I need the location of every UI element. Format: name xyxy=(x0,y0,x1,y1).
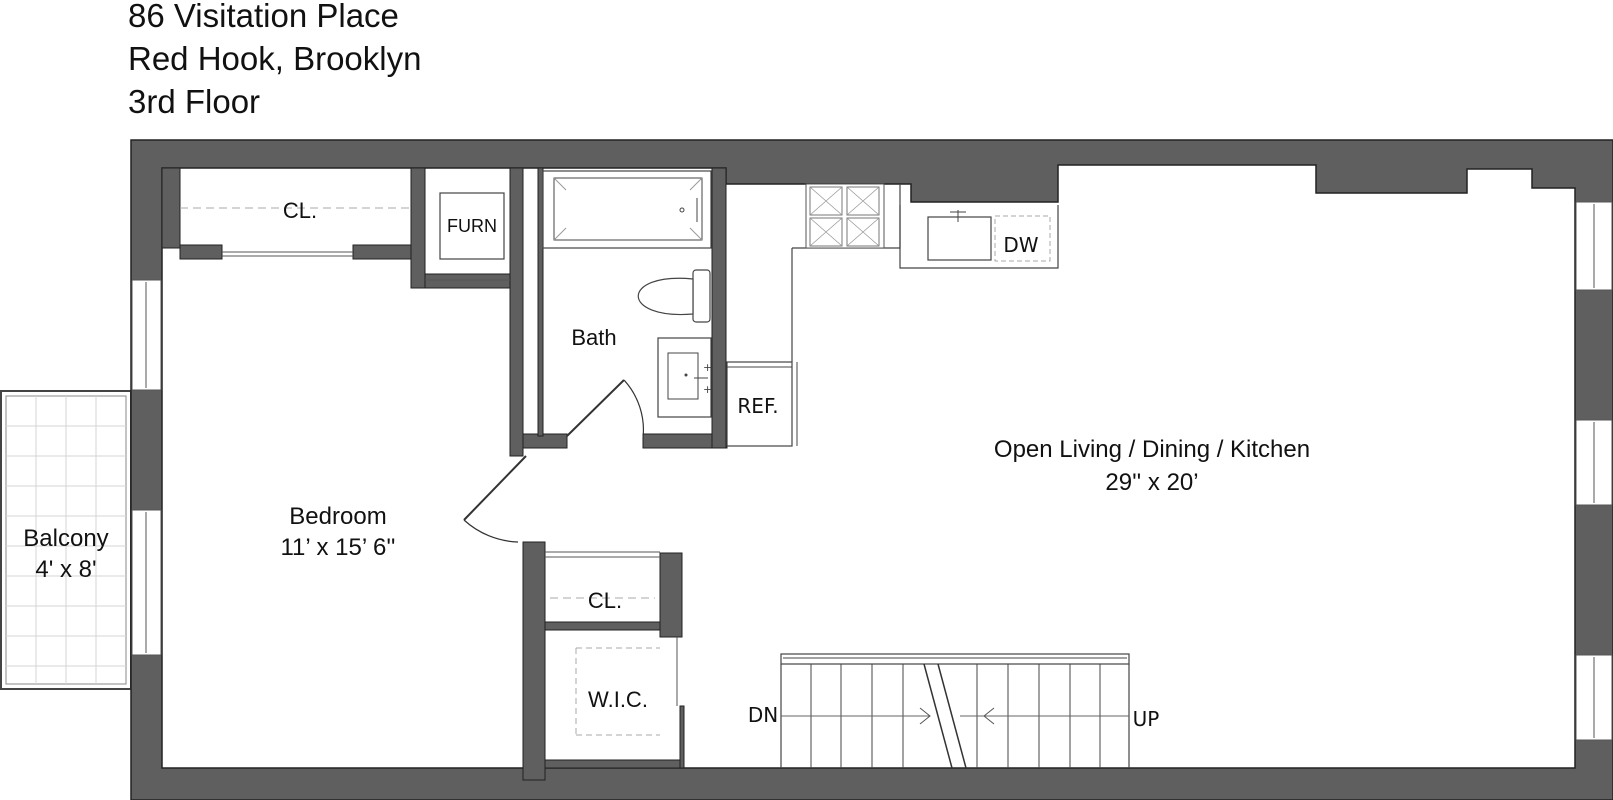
refrigerator-label: REF. xyxy=(737,394,778,418)
closet-top-label: CL. xyxy=(283,198,317,223)
neighborhood-line: Red Hook, Brooklyn xyxy=(128,40,422,77)
bedroom-size: 11’ x 15’ 6'' xyxy=(280,534,395,561)
staircase: DN UP xyxy=(748,653,1160,769)
refrigerator: REF. xyxy=(726,361,798,447)
address-line: 86 Visitation Place xyxy=(128,0,399,34)
bathroom: + + Bath xyxy=(542,170,712,418)
stair-up-label: UP xyxy=(1133,707,1160,731)
floor-line: 3rd Floor xyxy=(128,83,261,120)
doors xyxy=(463,379,645,543)
windows xyxy=(131,201,1613,741)
balcony-name: Balcony xyxy=(23,525,108,552)
svg-text:+: + xyxy=(703,361,712,374)
furnace-label: FURN xyxy=(447,216,497,236)
kitchen-sink-icon xyxy=(927,210,992,261)
balcony-size: 4' x 8' xyxy=(35,556,96,583)
sink-icon: + + xyxy=(657,337,712,418)
hall-closet-label: CL. xyxy=(588,588,622,613)
dishwasher xyxy=(994,215,1051,262)
bedroom-name: Bedroom xyxy=(289,503,386,530)
stair-down-label: DN xyxy=(748,703,778,727)
kitchen: DW REF. xyxy=(726,183,1059,447)
walk-in-closet-label: W.I.C. xyxy=(588,687,648,712)
living-room-name: Open Living / Dining / Kitchen xyxy=(994,436,1310,463)
furnace: FURN xyxy=(425,192,510,281)
hall-closet: CL. xyxy=(545,551,660,613)
stove-icon xyxy=(805,183,885,249)
walk-in-closet: W.I.C. xyxy=(575,637,678,736)
toilet-icon xyxy=(637,269,711,323)
svg-text:+: + xyxy=(703,383,712,396)
living-room-size: 29'' x 20’ xyxy=(1105,469,1198,496)
plan-header: 86 Visitation Place Red Hook, Brooklyn 3… xyxy=(128,0,421,123)
top-closet: CL. xyxy=(180,198,411,257)
bath-label: Bath xyxy=(571,325,616,350)
interior-walls xyxy=(161,167,728,781)
dishwasher-label: DW xyxy=(1003,233,1038,257)
